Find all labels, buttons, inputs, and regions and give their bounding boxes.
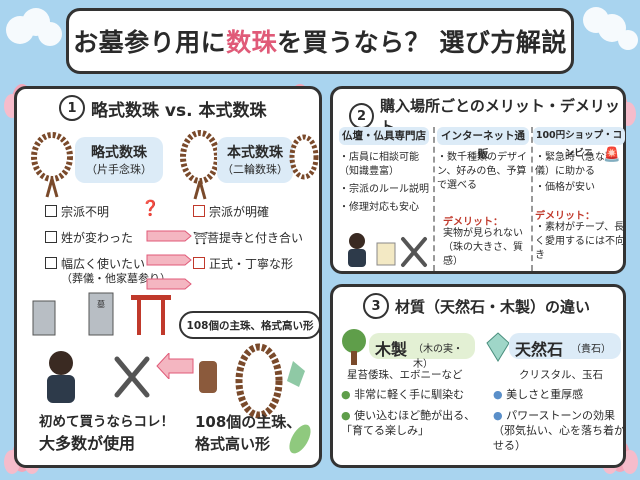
stone-title-box: 天然石 （貴石）: [509, 333, 621, 359]
column-butsudan-items: ・店員に相談可能 （知識豊富） ・宗派のルール説明 ・修理対応も安心: [339, 152, 429, 213]
gravestone-text: 墓: [97, 299, 105, 309]
wood-point: ● 非常に軽く手に馴染む: [341, 388, 465, 401]
honshiki-rosary-icon-2: [289, 134, 319, 180]
wood-points: ● 非常に軽く手に馴染む ● 使い込むほど艶が出る、「育てる楽しみ」: [341, 387, 481, 438]
internet-demerit-text: 実物が見られない （珠の大きさ、質感）: [443, 228, 523, 267]
title-part2: を買うなら？ 選び方解説: [277, 28, 567, 57]
tree-icon: [342, 329, 366, 365]
panel3-header: 3 材質（天然石・木製）の違い: [363, 293, 590, 319]
wood-title-box: 木製 （木の実・木）: [369, 333, 475, 370]
left-check-item: 姓が変わった: [45, 225, 171, 251]
panel3-number: 3: [363, 293, 389, 319]
left-check-item: 幅広く使いたい: [45, 251, 171, 277]
wood-title-sub: （木の実・木）: [413, 344, 463, 370]
honshiki-name: 本式数珠: [227, 145, 283, 161]
panel2-header: 2 購入場所ごとのメリット・デメリット: [349, 95, 623, 137]
column-100yen-items: ・緊急時（急な葬儀）に助かる ・価格が安い: [535, 152, 615, 193]
honshiki-callout: 108個の主珠、格式高い形: [179, 311, 321, 339]
panel-ryakushiki-vs-honshiki: 1 略式数珠 vs. 本式数珠 略式数珠 （片手念珠） 本式数珠 （二輪数珠） …: [14, 86, 322, 468]
temple-icon: ⛩: [193, 231, 209, 245]
panel3-heading: 材質（天然石・木製）の違い: [395, 297, 591, 316]
right-checklist: 宗派が明確 ⛩菩提寺と付き合い 正式・丁寧な形: [193, 199, 303, 277]
wood-point: ● 使い込むほど艶が出る、「育てる楽しみ」: [341, 409, 476, 437]
ryakushiki-name: 略式数珠: [91, 145, 147, 161]
title-highlight: 数珠: [226, 28, 278, 57]
panel2-number: 2: [349, 103, 374, 129]
leaf-icon: [289, 424, 311, 454]
right-check-item: 宗派が明確: [193, 199, 303, 225]
gem-icon: [486, 332, 510, 362]
mala-beads-icon: [199, 343, 305, 419]
bottom-right-text: 108個の主珠、 格式高い形: [195, 413, 302, 453]
grave-icon: 墓: [32, 292, 171, 336]
title-part1: お墓参り用に: [73, 28, 227, 57]
stone-point: ● パワーストーンの効果 （邪気払い、心を落ち着かせる）: [493, 409, 625, 452]
right-check-item: 正式・丁寧な形: [193, 251, 303, 277]
stone-title-sub: （貴石）: [571, 344, 611, 355]
left-check-note: （葬儀・他家墓参り）: [61, 272, 171, 285]
honshiki-label-box: 本式数珠 （二輪数珠）: [217, 137, 293, 183]
column-head-internet: インターネット通販: [437, 127, 529, 160]
shop-staff-icon: [348, 233, 427, 267]
right-check-item: ⛩菩提寺と付き合い: [193, 225, 303, 251]
panel1-header: 1 略式数珠 vs. 本式数珠: [59, 95, 267, 121]
staff-person-icon: [47, 351, 150, 403]
page-title: お墓参り用に数珠を買うなら？ 選び方解説: [66, 8, 574, 74]
internet-demerit-label: デメリット：: [443, 217, 503, 228]
siren-icon: 🚨: [603, 147, 621, 163]
column-head-100yen: 100円ショップ・コンビニ: [533, 127, 625, 159]
panel-purchase-places: 2 購入場所ごとのメリット・デメリット 仏壇・仏具専門店 ・店員に相談可能 （知…: [330, 86, 626, 274]
column-internet-items: ・数千種類のデザイン、好みの色、予算で選べる: [437, 152, 527, 191]
ryakushiki-sub: （片手念珠）: [86, 163, 152, 176]
100yen-demerit-text: ・素材がチープ、長く愛用するには不向き: [535, 222, 625, 261]
stone-points: ● 美しさと重厚感 ● パワーストーンの効果 （邪気払い、心を落ち着かせる）: [493, 387, 625, 453]
bottom-left-text: 初めて買うならコレ！ 大多数が使用: [39, 414, 174, 453]
wood-examples: 星苔倭珠、エボニーなど: [347, 369, 463, 381]
left-checklist: 宗派不明 姓が変わった 幅広く使いたい （葬儀・他家墓参り）: [45, 199, 171, 286]
ryakushiki-label-box: 略式数珠 （片手念珠）: [75, 137, 163, 183]
column-head-butsudan: 仏壇・仏具専門店: [339, 127, 429, 145]
panel1-number: 1: [59, 95, 85, 121]
panel1-heading: 略式数珠 vs. 本式数珠: [91, 100, 267, 121]
honshiki-sub: （二輪数珠）: [222, 163, 288, 176]
stone-title: 天然石: [515, 340, 564, 359]
wood-title: 木製: [375, 340, 408, 359]
ryakushiki-rosary-icon: [31, 132, 73, 198]
100yen-demerit-label: デメリット：: [535, 211, 595, 222]
arrow-left-icon: [156, 353, 194, 379]
panel-materials: 3 材質（天然石・木製）の違い 木製 （木の実・木） 星苔倭珠、エボニーなど ●…: [330, 284, 626, 468]
stone-point: ● 美しさと重厚感: [493, 388, 584, 401]
column-divider: [433, 127, 435, 271]
left-check-item: 宗派不明: [45, 199, 171, 225]
stone-examples: クリスタル、玉石: [519, 369, 603, 381]
arrows-right-icon: [146, 230, 192, 290]
torii-gate-icon: [131, 295, 171, 335]
question-icon: ❓: [141, 199, 160, 217]
column-divider: [531, 127, 533, 271]
tools-icon: [114, 356, 150, 398]
cloud-icon: [6, 7, 638, 50]
